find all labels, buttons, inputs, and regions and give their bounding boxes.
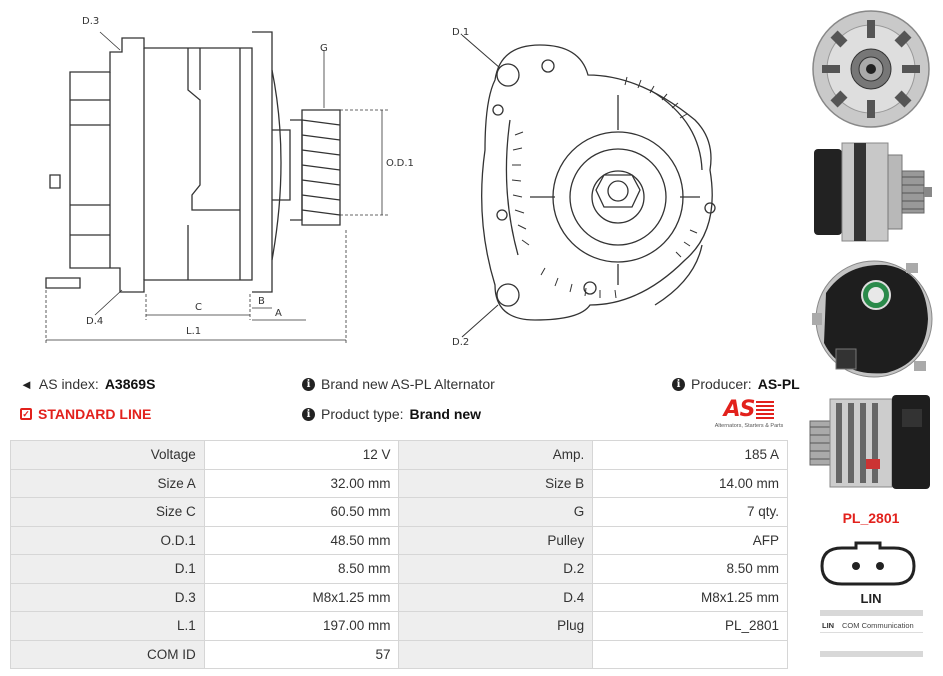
plug-name: LIN — [860, 591, 882, 606]
spec-label: Size A — [10, 468, 205, 498]
spec-label: Plug — [398, 611, 594, 641]
plug-connector-icon — [820, 541, 916, 586]
spec-label — [398, 639, 594, 669]
product-type: i Product type: Brand new — [302, 406, 481, 422]
spec-value: 185 A — [592, 440, 788, 470]
info-icon: i — [302, 407, 315, 421]
label-a: A — [275, 308, 282, 319]
label-d4: D.4 — [86, 316, 104, 327]
spec-value: M8x1.25 mm — [592, 582, 788, 612]
spec-value: 14.00 mm — [592, 468, 788, 498]
spec-label: Size C — [10, 497, 205, 527]
label-b: B — [258, 296, 265, 307]
legend-value: COM Communication — [842, 621, 914, 630]
spec-value: 197.00 mm — [203, 611, 400, 641]
spec-label: D.1 — [10, 554, 205, 584]
legend-row: LIN COM Communication — [820, 619, 923, 633]
legend-key: LIN — [822, 621, 835, 630]
spec-value: 57 — [203, 639, 400, 669]
product-image-front — [806, 6, 936, 132]
standard-line-label: STANDARD LINE — [38, 406, 152, 422]
front-view-drawing — [461, 34, 716, 338]
spec-value — [592, 639, 788, 669]
side-view-drawing — [45, 31, 388, 345]
brand-text: Brand new AS-PL Alternator — [321, 376, 495, 392]
spec-value: 12 V — [203, 440, 400, 470]
spec-label: Pulley — [398, 525, 594, 555]
spec-value: 60.50 mm — [203, 497, 400, 527]
product-type-value: Brand new — [409, 406, 482, 422]
spec-value: 8.50 mm — [203, 554, 400, 584]
label-g: G — [320, 43, 328, 54]
label-od1: O.D.1 — [386, 158, 414, 169]
spec-label: G — [398, 497, 594, 527]
as-logo-mark: AS — [723, 397, 756, 422]
label-d1: D.1 — [452, 27, 470, 38]
label-d2: D.2 — [452, 337, 470, 348]
spec-value: M8x1.25 mm — [203, 582, 400, 612]
as-logo-tagline: Alternators, Starters & Parts — [714, 423, 784, 429]
spec-label: D.2 — [398, 554, 594, 584]
spec-label: Voltage — [10, 440, 205, 470]
as-logo: AS Alternators, Starters & Parts — [708, 397, 790, 429]
as-index-label: AS index: — [38, 376, 99, 392]
label-l1: L.1 — [186, 326, 202, 337]
spec-label: D.3 — [10, 582, 205, 612]
spec-value: 32.00 mm — [203, 468, 400, 498]
spec-label: COM ID — [10, 639, 205, 669]
spec-value: 7 qty. — [592, 497, 788, 527]
checkbox-icon: ✓ — [20, 408, 32, 420]
label-d3: D.3 — [82, 16, 100, 27]
product-image-rear — [806, 253, 936, 386]
spec-label: O.D.1 — [10, 525, 205, 555]
product-image-side — [806, 135, 936, 250]
standard-line-badge: ✓ STANDARD LINE — [20, 406, 151, 422]
brand-info: i Brand new AS-PL Alternator — [302, 376, 495, 392]
as-index-value: A3869S — [104, 376, 156, 392]
logo-stripes-icon — [756, 400, 775, 419]
spec-label: D.4 — [398, 582, 594, 612]
spec-label: Amp. — [398, 440, 594, 470]
tag-icon: ◄ — [20, 376, 33, 392]
spec-value: PL_2801 — [592, 611, 788, 641]
plug-code: PL_2801 — [842, 510, 900, 526]
spec-value: 8.50 mm — [592, 554, 788, 584]
product-type-label: Product type: — [321, 406, 404, 422]
as-index: ◄ AS index: A3869S — [20, 376, 155, 392]
legend-bar — [820, 610, 923, 616]
info-icon: i — [672, 377, 685, 391]
spec-label: Size B — [398, 468, 594, 498]
plug-legend: LIN COM Communication — [820, 610, 923, 657]
label-c: C — [195, 302, 202, 313]
spec-value: 48.50 mm — [203, 525, 400, 555]
producer-value: AS-PL — [757, 376, 800, 392]
producer-label: Producer: — [691, 376, 752, 392]
info-icon: i — [302, 377, 315, 391]
producer-info: i Producer: AS-PL — [672, 376, 800, 392]
spec-value: AFP — [592, 525, 788, 555]
legend-bar — [820, 651, 923, 657]
product-image-top — [806, 389, 936, 495]
spec-label: L.1 — [10, 611, 205, 641]
